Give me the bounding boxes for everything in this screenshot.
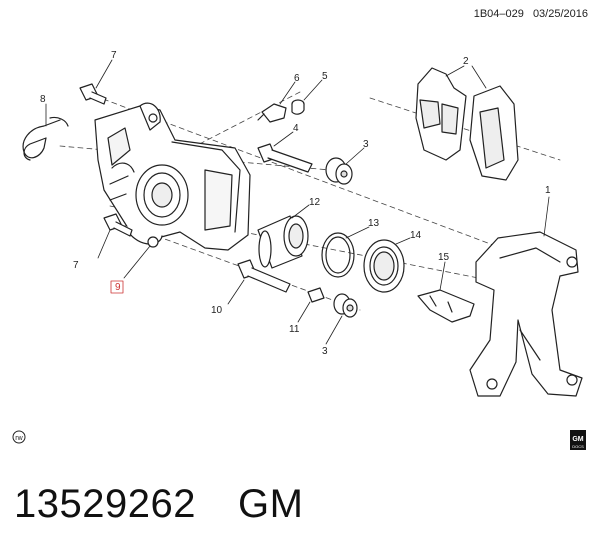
upper-bolt-part <box>79 83 107 105</box>
upper-guide-pin-part <box>257 143 313 173</box>
bushing-part <box>307 287 325 303</box>
diagram-code: 1B04–029 <box>473 8 524 20</box>
leader-lines <box>45 59 550 345</box>
bleeder-valve-part <box>257 103 287 123</box>
bleeder-cap-part <box>291 99 305 115</box>
lower-guide-bolt-part <box>237 259 291 293</box>
callout-12: 12 <box>309 197 321 208</box>
upper-pin-boot-part <box>325 157 353 185</box>
diagram-date: 03/25/2016 <box>532 8 588 20</box>
callout-15: 15 <box>438 252 450 263</box>
brand-name: GM <box>237 482 304 526</box>
dust-boot-part <box>363 239 405 293</box>
svg-text:GM: GM <box>572 436 583 443</box>
callout-1: 1 <box>545 185 551 196</box>
callout-9: 9 <box>115 282 121 293</box>
caliper-bracket-part <box>469 231 583 397</box>
callout-13: 13 <box>368 218 380 229</box>
svg-text:DOCS: DOCS <box>572 444 584 449</box>
callout-8: 8 <box>40 94 46 105</box>
callout-5: 5 <box>322 71 328 82</box>
part-number-footer: 13529262 GM <box>14 482 303 527</box>
piston-part <box>257 215 309 269</box>
callout-7-lower: 7 <box>73 260 79 271</box>
pad-clip-part <box>417 289 475 323</box>
callout-10: 10 <box>211 305 223 316</box>
svg-text:rw: rw <box>15 435 23 442</box>
brake-caliper-exploded-view: 1 2 3 3 4 5 6 7 7 8 9 10 11 12 13 14 15 … <box>12 50 586 450</box>
callout-14: 14 <box>410 230 422 241</box>
rw-badge: rw <box>12 430 26 444</box>
callout-6: 6 <box>294 73 300 84</box>
gm-docs-logo: GM DOCS <box>570 430 586 450</box>
lower-pin-boot-part <box>333 293 358 318</box>
callout-7-upper: 7 <box>111 50 117 61</box>
lower-bolt-part <box>103 213 133 237</box>
brake-pads-part <box>415 67 519 181</box>
callout-4: 4 <box>293 123 299 134</box>
callout-9-highlight-box <box>110 280 124 294</box>
callout-11: 11 <box>289 324 300 335</box>
callout-3-upper: 3 <box>363 139 369 150</box>
diagram-header: 1B04–029 03/25/2016 <box>468 8 588 20</box>
callout-labels: 1 2 3 3 4 5 6 7 7 8 9 10 11 12 13 14 15 <box>40 50 551 357</box>
piston-seal-part <box>321 232 355 278</box>
caliper-housing <box>94 102 251 251</box>
part-number: 13529262 <box>14 482 196 526</box>
spring-clip-part <box>22 116 69 161</box>
callout-3-lower: 3 <box>322 346 328 357</box>
callout-2: 2 <box>463 56 469 67</box>
